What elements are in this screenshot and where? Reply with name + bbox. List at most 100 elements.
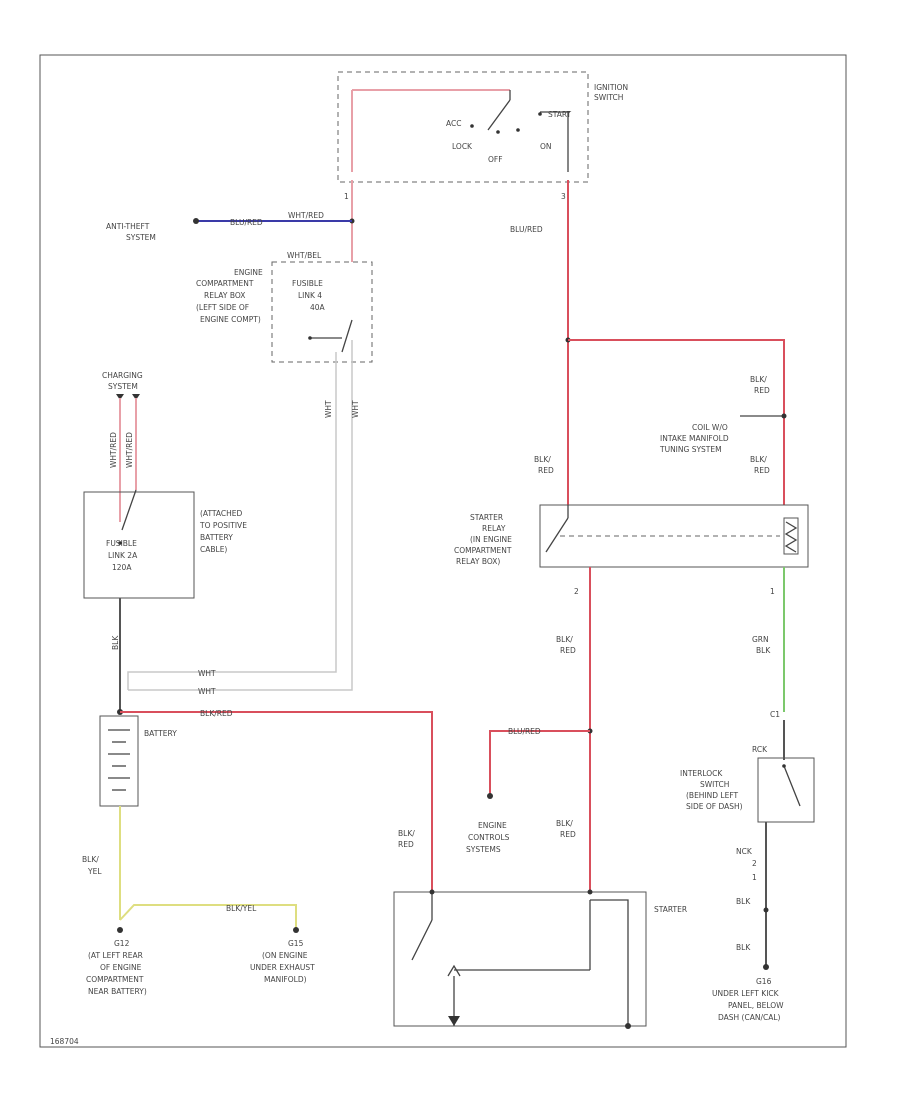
ignition-pos-on: ON [540, 142, 552, 151]
coil-note-1: COIL W/O [692, 423, 728, 432]
fusible-link-note-4: CABLE) [200, 545, 227, 554]
ground-g15: G15 (ON ENGINE UNDER EXHAUST MANIFOLD) [250, 939, 315, 984]
relay-box-wire-top: WHT/BEL [287, 251, 322, 260]
ground-g15-label-1: G15 [288, 939, 304, 948]
charging-label-1: CHARGING [102, 371, 143, 380]
relay-box-label-5: ENGINE COMPT) [200, 315, 261, 324]
battery: BATTERY [99, 709, 177, 807]
interlock-label-4: SIDE OF DASH) [686, 802, 743, 811]
ground-g16-label-3: PANEL, BELOW [728, 1001, 784, 1010]
fuse-label-3: 40A [310, 303, 326, 312]
pin-label: NCK [736, 847, 753, 856]
wire-label-blk-yel: BLK/ [82, 855, 99, 864]
pin-label: 1 [344, 192, 349, 201]
wire-label-blk-red: BLK/ [556, 819, 573, 828]
engine-controls-label-1: ENGINE [478, 821, 507, 830]
diagram-frame [39, 54, 847, 1048]
fusible-link-label-1: FUSIBLE [106, 539, 137, 548]
anti-theft-branch: BLU/RED WHT/RED ANTI-THEFT SYSTEM [106, 211, 352, 242]
wire-label-blk: BLK [111, 635, 120, 650]
wire-label-blk-red-h: BLK/RED [200, 709, 233, 718]
fusible-link-note-2: TO POSITIVE [199, 521, 247, 530]
wire-label-blu-red: BLU/RED [230, 218, 263, 227]
ground-g12-label-3: OF ENGINE [100, 963, 142, 972]
fusible-link-note-3: BATTERY [200, 533, 233, 542]
charging-label-2: SYSTEM [108, 382, 138, 391]
pin-label: RCK [752, 745, 768, 754]
engine-controls-label-2: CONTROLS [468, 833, 510, 842]
relay-box: WHT/BEL ENGINE COMPARTMENT RELAY BOX (LE… [196, 251, 373, 363]
pin-label: C1 [770, 710, 780, 719]
starter: STARTER [393, 889, 687, 1029]
ground-g16-label-2: UNDER LEFT KICK [712, 989, 780, 998]
wire-label-blk-red: BLK/ [750, 455, 767, 464]
wire-label-blk-red: RED [560, 830, 576, 839]
ignition-pos-lock: LOCK [452, 142, 473, 151]
wire-label-blk-red: BLK/ [534, 455, 551, 464]
ground-g12-label-4: COMPARTMENT [86, 975, 144, 984]
interlock-switch: RCK INTERLOCK SWITCH (BEHIND LEFT SIDE O… [680, 745, 815, 823]
ground-g16-label-1: G16 [756, 977, 772, 986]
pin-label: 1 [752, 873, 757, 882]
wire-label-grn-blk: BLK [756, 646, 771, 655]
wire-label-blk-red: RED [560, 646, 576, 655]
wire-label-wht: WHT [351, 400, 360, 418]
wire-label-blk-yel: YEL [87, 867, 102, 876]
ground-g12: G12 (AT LEFT REAR OF ENGINE COMPARTMENT … [86, 939, 147, 996]
relay-box-label-4: (LEFT SIDE OF [196, 303, 249, 312]
wire-label-blk-red: BLK/ [398, 829, 415, 838]
starter-relay-label-4: COMPARTMENT [454, 546, 512, 555]
wire-label-blk: BLK [736, 943, 751, 952]
ground-g15-label-3: UNDER EXHAUST [250, 963, 315, 972]
starter-relay-label-3: (IN ENGINE [470, 535, 512, 544]
fusible-link-label-2: LINK 2A [108, 551, 138, 560]
ignition-pos-start: START [548, 110, 572, 119]
starter-relay-label-2: RELAY [482, 524, 506, 533]
anti-theft-label-1: ANTI-THEFT [106, 222, 150, 231]
coil-note-2: INTAKE MANIFOLD [660, 434, 729, 443]
wire-label-wht-red-v: WHT/RED [109, 432, 118, 468]
interlock-label-3: (BEHIND LEFT [686, 791, 739, 800]
ground-g16-label-4: DASH (CAN/CAL) [718, 1013, 781, 1022]
fusible-link-label-3: 120A [112, 563, 132, 572]
wire-label-blk-red: BLK/ [556, 635, 573, 644]
engine-controls: ENGINE CONTROLS SYSTEMS [466, 821, 510, 854]
wire-label-blk-red: RED [398, 840, 414, 849]
wire-label-blu-red: BLU/RED [508, 727, 541, 736]
ignition-switch: ACC LOCK OFF ON START IGNITION SWITCH 1 … [337, 71, 628, 201]
fusible-link: FUSIBLE LINK 2A 120A (ATTACHED TO POSITI… [83, 489, 247, 599]
ignition-pos-off: OFF [488, 155, 503, 164]
wire-label-blk-yel-h: BLK/YEL [226, 904, 257, 913]
interlock-label-1: INTERLOCK [680, 769, 723, 778]
coil-note-3: TUNING SYSTEM [659, 445, 722, 454]
pin-label: 1 [770, 587, 775, 596]
starter-relay: STARTER RELAY (IN ENGINE COMPARTMENT REL… [454, 504, 809, 568]
fusible-link-note-1: (ATTACHED [200, 509, 243, 518]
ignition-switch-label-1: IGNITION [594, 83, 628, 92]
starter-relay-label-1: STARTER [470, 513, 503, 522]
pin-label: 2 [574, 587, 579, 596]
ground-g12-label-5: NEAR BATTERY) [88, 987, 147, 996]
wire-label-blk-red: RED [754, 466, 770, 475]
ground-g16: G16 UNDER LEFT KICK PANEL, BELOW DASH (C… [712, 977, 784, 1022]
wire-label-wht-red: WHT/RED [288, 211, 324, 220]
wire-label-blu-red-v: BLU/RED [510, 225, 543, 234]
relay-box-label-3: RELAY BOX [204, 291, 245, 300]
wire-label-blk: BLK [736, 897, 751, 906]
ground-g15-label-2: (ON ENGINE [262, 951, 308, 960]
starter-label: STARTER [654, 905, 687, 914]
pin-label: 3 [561, 192, 566, 201]
ground-g12-label-1: G12 [114, 939, 130, 948]
wire-label-blk-red: RED [538, 466, 554, 475]
wire-label-grn-blk: GRN [752, 635, 769, 644]
ground-g12-label-2: (AT LEFT REAR [88, 951, 143, 960]
anti-theft-label-2: SYSTEM [126, 233, 156, 242]
wire-label-blk-red: RED [754, 386, 770, 395]
wire-label-wht: WHT [324, 400, 333, 418]
wire-label-wht-red-v: WHT/RED [125, 432, 134, 468]
ignition-pos-acc: ACC [446, 119, 461, 128]
relay-box-label-2: COMPARTMENT [196, 279, 254, 288]
relay-box-label-1: ENGINE [234, 268, 263, 277]
engine-controls-label-3: SYSTEMS [466, 845, 501, 854]
